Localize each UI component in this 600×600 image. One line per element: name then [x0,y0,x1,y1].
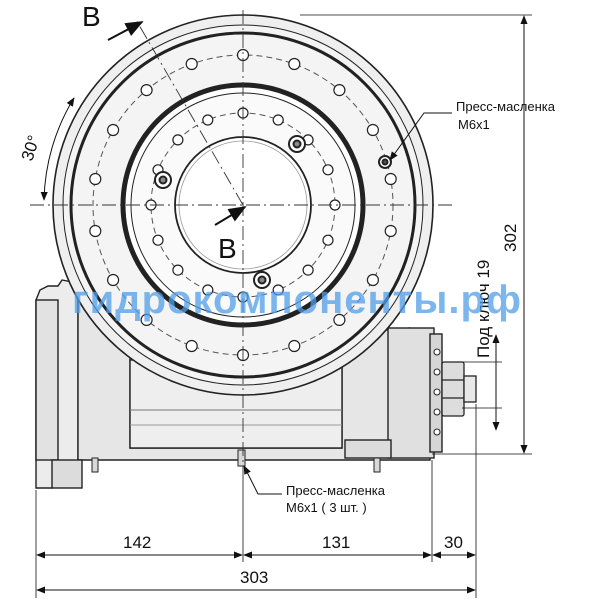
section-mark-center: B [218,233,237,264]
watermark: гидрокомпоненты.рф [72,278,522,322]
left-flange-plate [35,299,59,461]
outer-bolt-hole [333,313,346,326]
ring-grease-fittings [154,135,392,289]
inner-bolt-hole [322,234,334,246]
grease-nipples [91,449,381,473]
dim-value-142: 142 [123,533,151,552]
outer-bolt-hole [384,172,397,186]
grease-nipple-left-icon [91,457,99,473]
outer-bolt-hole [140,83,153,97]
outer-bolt-hole [185,57,198,71]
motor-flange [387,327,435,459]
dim-value-131: 131 [322,533,350,552]
outer-bolt-hole [288,339,301,353]
height-dim-value: 302 [501,224,520,252]
center-lines [30,10,455,470]
outer-bolt-hole [366,123,379,137]
outer-bolt-hole [106,273,120,287]
callout-leader-right [389,112,452,161]
inner-bolt-hole [272,114,284,126]
grease-nipple-right-icon [373,457,381,473]
inner-bolt-hole [172,134,184,146]
callout-right-line2: М6х1 [458,117,490,132]
outer-bolt-hole [333,83,346,97]
outer-bolt-hole [140,313,153,326]
inner-bolt-hole [202,284,214,296]
section-arrows [107,21,247,226]
outer-bolt-hole [89,172,102,186]
inner-bolt-hole [322,164,334,176]
angle-arc [40,97,75,201]
shaft-nut [441,361,477,417]
dim-value-30: 30 [444,533,463,552]
housing [35,279,443,489]
inner-bolt-hole [272,284,284,296]
wrench-size-label: Под ключ 19 [474,260,493,358]
outer-bolt-holes [89,48,397,362]
callout-right-line1: Пресс-масленка [456,99,556,114]
section-mark-top: B [82,1,101,32]
callout-bottom-line1: Пресс-масленка [286,483,386,498]
left-foot [51,459,83,489]
callout-leader-bottom [243,465,282,495]
outer-bolt-hole [89,224,102,238]
outer-bolt-hole [185,339,198,353]
horizontal-dim-ext [35,404,477,598]
angle-label: 30° [18,133,44,163]
inner-bolt-hole [302,264,314,276]
motor-face-bolts [433,348,441,436]
dim-value-303: 303 [240,568,268,587]
grease-nipple-center-icon [237,449,246,467]
callout-bottom-line2: М6х1 ( 3 шт. ) [286,500,367,515]
outer-bolt-hole [106,123,120,137]
outer-bolt-hole [288,57,301,71]
outer-bolt-hole [366,273,379,287]
outer-bolt-hole [384,224,397,238]
inner-bolt-hole [202,114,214,126]
right-foot [344,439,392,459]
inner-bolt-hole [152,234,164,246]
inner-bolt-hole [172,264,184,276]
